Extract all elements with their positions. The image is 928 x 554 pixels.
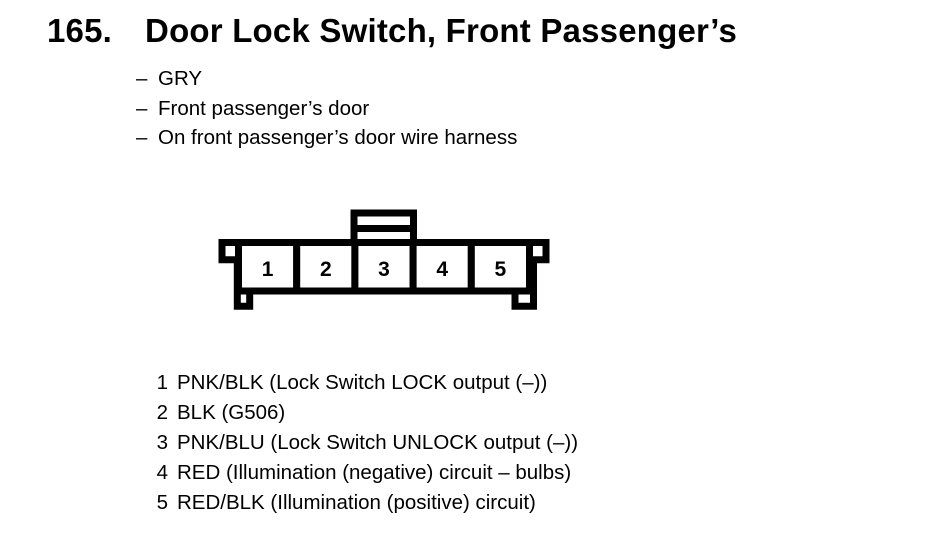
pinout-pin-number: 1 (156, 371, 168, 394)
pin-number-4: 4 (436, 258, 448, 281)
connector-diagram: 1 2 3 4 5 (218, 209, 550, 310)
pin-cavity-2 (293, 239, 359, 295)
pinout-wire-description: PNK/BLU (Lock Switch UNLOCK output (–)) (177, 431, 579, 454)
pin-number-1: 1 (262, 258, 274, 281)
pin-number-3: 3 (378, 258, 390, 281)
pinout-row: 3 PNK/BLU (Lock Switch UNLOCK output (–)… (155, 428, 578, 458)
pinout-pin-number: 4 (156, 461, 168, 484)
pinout-wire-description: BLK (G506) (177, 401, 286, 424)
pin-cavity-1 (235, 239, 301, 295)
detail-text: On front passenger’s door wire harness (158, 126, 518, 149)
pinout-pin-number: 5 (156, 491, 168, 514)
pinout-row: 5 RED/BLK (Illumination (positive) circu… (155, 488, 578, 518)
pinout-wire-description: PNK/BLK (Lock Switch LOCK output (–)) (177, 371, 548, 394)
dash-marker: – (136, 96, 148, 120)
detail-item-color: – GRY (136, 64, 517, 94)
detail-item-location: – Front passenger’s door (136, 94, 517, 124)
detail-text: Front passenger’s door (158, 96, 370, 120)
pinout-wire-description: RED (Illumination (negative) circuit – b… (177, 461, 572, 484)
section-number: 165. (47, 12, 113, 49)
detail-text: GRY (158, 67, 203, 90)
page-title: Door Lock Switch, Front Passenger’s (145, 12, 737, 49)
pinout-row: 4 RED (Illumination (negative) circuit –… (155, 458, 578, 488)
pin-number-2: 2 (320, 258, 332, 281)
connector-details-list: – GRY – Front passenger’s door – On fron… (136, 64, 517, 153)
dash-marker: – (136, 67, 148, 90)
detail-item-harness: – On front passenger’s door wire harness (136, 123, 517, 153)
pinout-row: 1 PNK/BLK (Lock Switch LOCK output (–)) (155, 368, 578, 398)
pinout-wire-description: RED/BLK (Illumination (positive) circuit… (177, 491, 536, 514)
pin-cavity-5 (467, 239, 533, 295)
section-heading: 165. Door Lock Switch, Front Passenger’s (47, 12, 737, 50)
pinout-row: 2 BLK (G506) (155, 398, 578, 428)
dash-marker: – (136, 126, 148, 149)
pinout-pin-number: 2 (156, 401, 168, 424)
pinout-list: 1 PNK/BLK (Lock Switch LOCK output (–)) … (155, 368, 578, 518)
pin-number-5: 5 (495, 258, 507, 281)
pinout-pin-number: 3 (156, 431, 168, 454)
